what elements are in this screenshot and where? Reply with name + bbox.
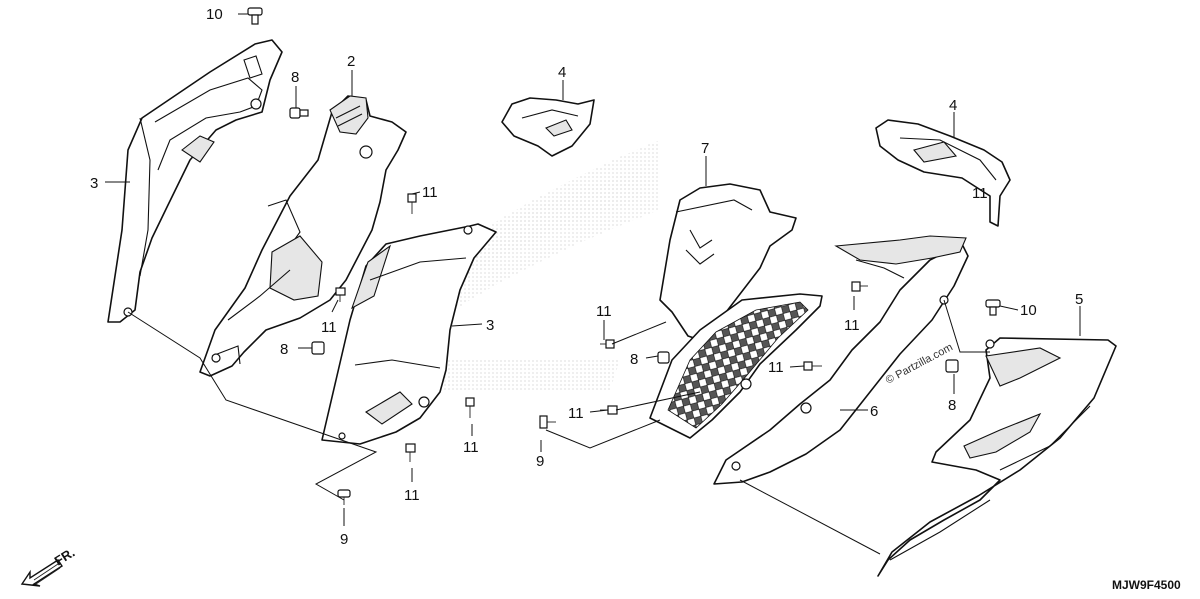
callout-11-d: 11 bbox=[404, 487, 420, 504]
callout-8-d: 8 bbox=[948, 397, 956, 414]
callout-11-h: 11 bbox=[768, 359, 784, 376]
callout-8-a: 8 bbox=[291, 69, 299, 86]
callout-11-b: 11 bbox=[321, 319, 337, 336]
callout-4-left: 4 bbox=[558, 64, 566, 81]
bolt-8-c bbox=[657, 351, 670, 364]
bolt-9-right bbox=[539, 415, 556, 429]
part-5-lower-cowl bbox=[877, 337, 1117, 577]
part-2-inner-frame-cover bbox=[199, 95, 407, 377]
callout-10-left: 10 bbox=[206, 6, 223, 23]
callout-9-left: 9 bbox=[340, 531, 348, 548]
bolt-8-b bbox=[311, 341, 325, 355]
bolt-10-right bbox=[985, 299, 1001, 316]
leader-lines bbox=[105, 13, 1081, 555]
part-4-duct-left bbox=[501, 97, 595, 157]
callout-5: 5 bbox=[1075, 291, 1083, 308]
callout-11-a: 11 bbox=[422, 184, 438, 201]
screw-11-e bbox=[600, 339, 615, 349]
callout-1: 3 bbox=[90, 175, 98, 192]
callout-6: 6 bbox=[870, 403, 878, 420]
fasteners bbox=[247, 7, 1001, 505]
bolt-8-a bbox=[289, 107, 309, 119]
screw-11-f bbox=[600, 405, 618, 415]
callout-9-right: 9 bbox=[536, 453, 544, 470]
screw-11-h bbox=[803, 361, 822, 371]
callout-10-right: 10 bbox=[1020, 302, 1037, 319]
screw-11-b bbox=[335, 287, 346, 302]
callout-2: 2 bbox=[347, 53, 355, 70]
callout-8-b: 8 bbox=[280, 341, 288, 358]
screw-11-c bbox=[465, 397, 475, 418]
callout-11-i: 11 bbox=[972, 185, 988, 202]
bolt-10-left bbox=[247, 7, 263, 25]
callout-11-f: 11 bbox=[568, 405, 584, 422]
part-6-mesh-under-cover bbox=[649, 235, 969, 485]
bolt-8-d bbox=[945, 359, 959, 373]
callout-7: 7 bbox=[701, 140, 709, 157]
front-direction-label: FR. bbox=[52, 545, 78, 569]
callout-8-c: 8 bbox=[630, 351, 638, 368]
front-direction-arrow: FR. bbox=[20, 545, 78, 587]
diagram-code: MJW9F4500 bbox=[1112, 578, 1181, 592]
callout-4-right: 4 bbox=[949, 97, 957, 114]
part-3-lower-side-panel bbox=[321, 223, 497, 445]
callout-11-c: 11 bbox=[463, 439, 479, 456]
part-1-side-cover bbox=[107, 39, 283, 323]
callout-11-g: 11 bbox=[844, 317, 860, 334]
callout-labels: 3 2 3 4 4 5 6 7 8 8 8 8 9 9 10 10 11 11 … bbox=[90, 6, 1083, 548]
bolt-9-left bbox=[337, 489, 351, 505]
callout-3: 3 bbox=[486, 317, 494, 334]
part-4-duct-right bbox=[875, 119, 1011, 227]
screw-11-a bbox=[407, 193, 417, 214]
screw-11-d bbox=[405, 443, 416, 462]
screw-11-g bbox=[851, 281, 868, 292]
callout-11-e: 11 bbox=[596, 303, 612, 320]
